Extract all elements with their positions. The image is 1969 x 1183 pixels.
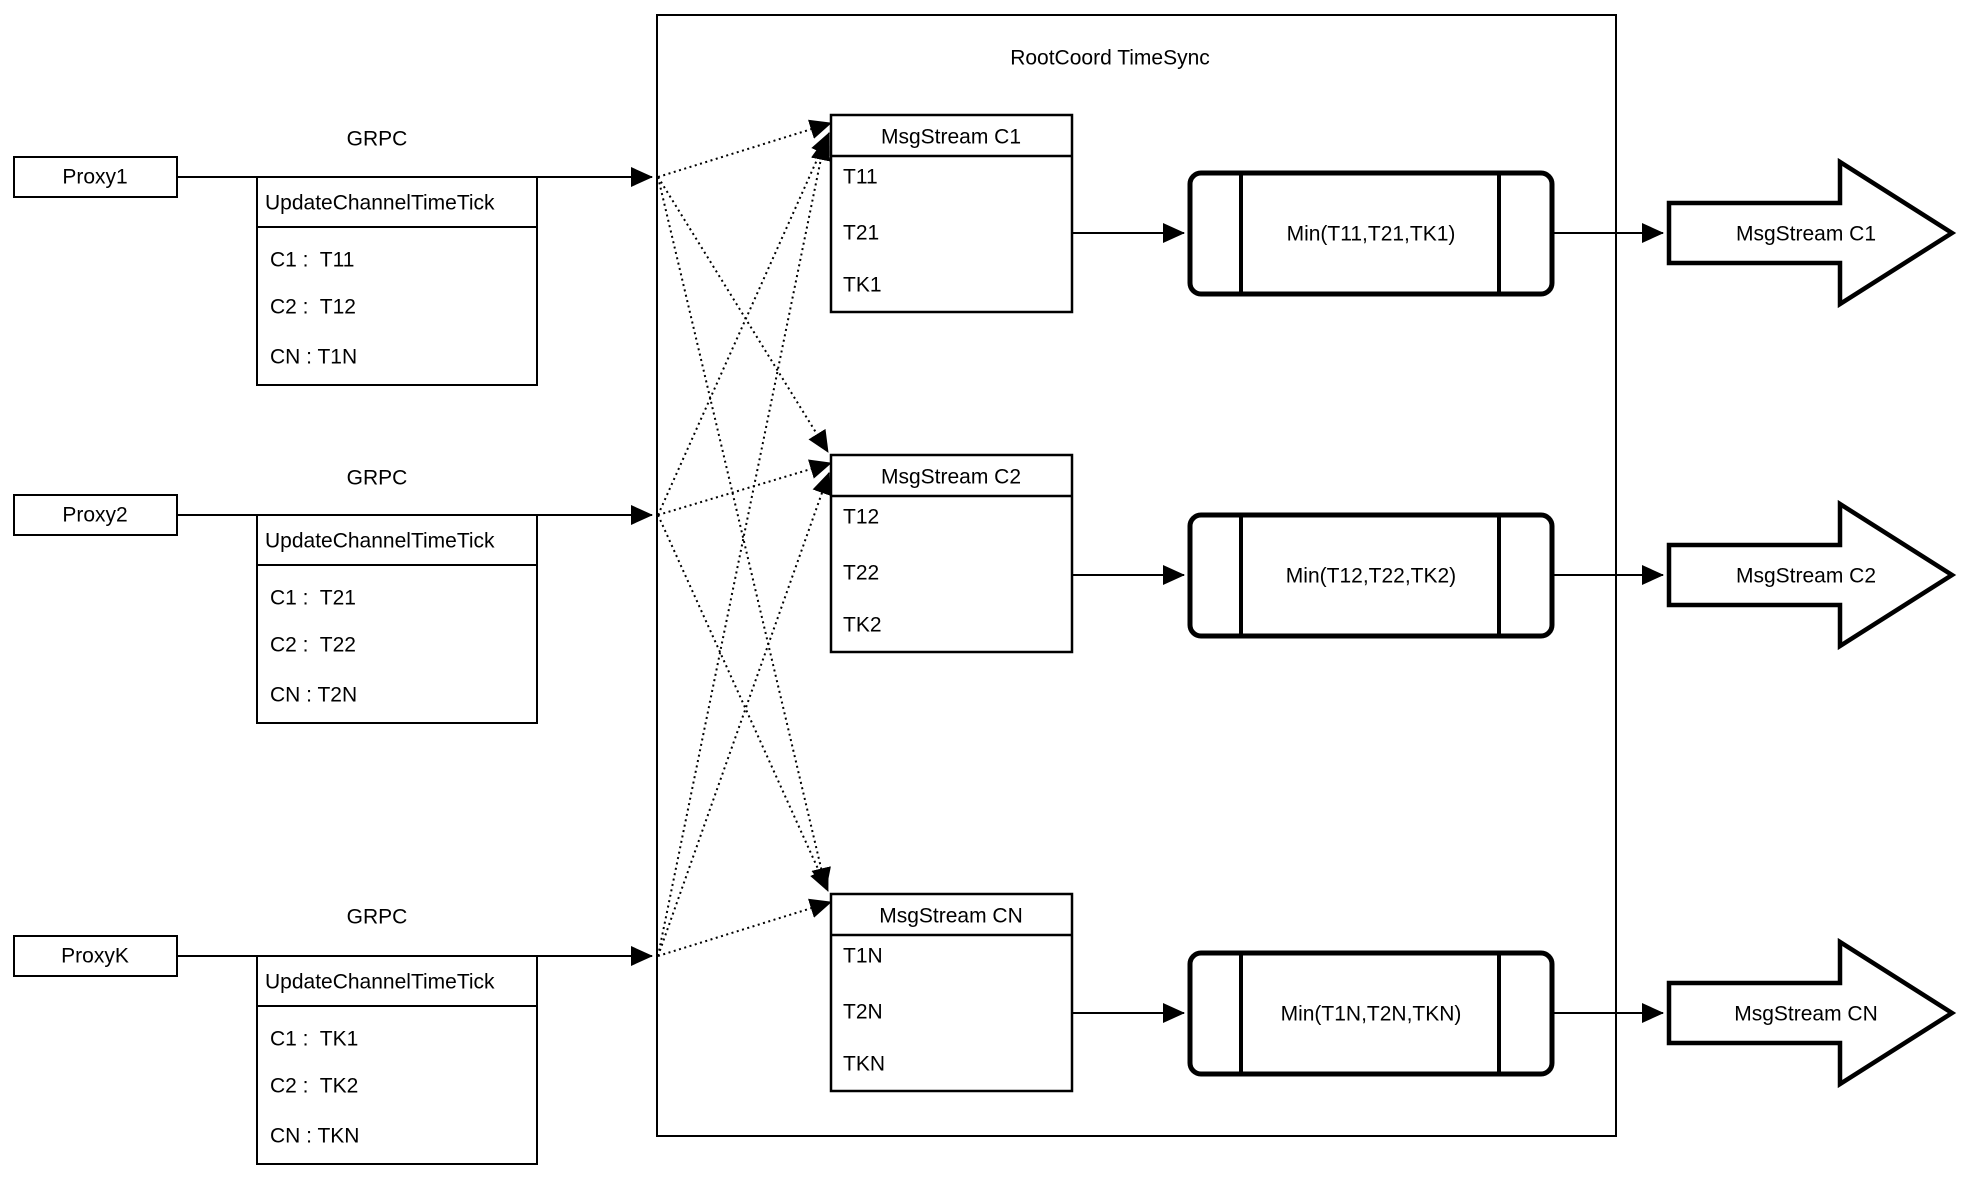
min-node-1-label: Min(T11,T21,TK1)	[1287, 223, 1456, 246]
output-arrow-cn-label: MsgStream CN	[1734, 1003, 1878, 1026]
update-table-3-entry: C1 : TK1	[270, 1028, 358, 1051]
output-arrow-cn: MsgStream CN	[1666, 937, 1957, 1089]
msgstream-table-c1-header: MsgStream C1	[881, 126, 1021, 149]
update-table-1-box	[256, 176, 538, 386]
grpc-label-1: GRPC	[347, 128, 408, 151]
msgstream-table-c1-entry: TK1	[843, 274, 882, 297]
update-table-3-box	[256, 955, 538, 1165]
msgstream-table-c2-entry: T12	[843, 506, 879, 529]
proxyk-label: ProxyK	[61, 945, 129, 968]
update-table-3-entry: CN : TKN	[270, 1125, 359, 1148]
update-timetick-table-2: UpdateChannelTimeTick C1 : T21 C2 : T22 …	[256, 514, 538, 724]
update-table-2-entry: C2 : T22	[270, 634, 356, 657]
min-node-3-label: Min(T1N,T2N,TKN)	[1281, 1003, 1462, 1026]
output-arrow-c2: MsgStream C2	[1666, 499, 1957, 651]
msgstream-table-c2-box	[829, 453, 1074, 654]
min-node-2-label: Min(T12,T22,TK2)	[1286, 565, 1456, 588]
proxy1-label: Proxy1	[62, 166, 127, 189]
msgstream-table-cn-header: MsgStream CN	[879, 905, 1023, 928]
update-table-1-entry: C1 : T11	[270, 249, 354, 272]
update-table-1-header: UpdateChannelTimeTick	[265, 192, 495, 215]
min-node-3: Min(T1N,T2N,TKN)	[1187, 950, 1555, 1077]
output-arrow-cn-shape	[1666, 937, 1957, 1089]
timetick-dotted-arrows	[657, 119, 832, 957]
rootcoord-title: RootCoord TimeSync	[1010, 47, 1210, 70]
output-arrow-c1: MsgStream C1	[1666, 157, 1957, 309]
update-table-3-header: UpdateChannelTimeTick	[265, 971, 495, 994]
proxyk-box	[13, 935, 178, 977]
update-table-1-entry: CN : T1N	[270, 346, 357, 369]
dotted-arrow-p2-c1	[657, 132, 830, 516]
msgstream-table-cn-entry: T2N	[843, 1001, 883, 1024]
update-table-2-entry: C1 : T21	[270, 587, 356, 610]
msgstream-table-c1: MsgStream C1 T11 T21 TK1	[829, 113, 1074, 314]
output-arrow-c1-label: MsgStream C1	[1736, 223, 1876, 246]
grpc-label-2: GRPC	[347, 467, 408, 490]
proxy1-box	[13, 156, 178, 198]
update-table-1-entry: C2 : T12	[270, 296, 356, 319]
msgstream-table-c1-box	[829, 113, 1074, 314]
msgstream-table-cn-box	[829, 892, 1074, 1093]
update-table-2-entry: CN : T2N	[270, 684, 357, 707]
proxy2-label: Proxy2	[62, 504, 127, 527]
proxy-row-3: ProxyK GRPC UpdateChannelTimeTick C1 : T…	[13, 892, 1957, 1165]
update-table-2-header: UpdateChannelTimeTick	[265, 530, 495, 553]
proxy-row-1: Proxy1 GRPC UpdateChannelTimeTick C1 : T…	[13, 113, 1957, 386]
msgstream-table-c2-entry: T22	[843, 562, 879, 585]
update-timetick-table-3: UpdateChannelTimeTick C1 : TK1 C2 : TK2 …	[256, 955, 538, 1165]
grpc-label-3: GRPC	[347, 906, 408, 929]
output-arrow-c2-label: MsgStream C2	[1736, 565, 1876, 588]
msgstream-table-c2-entry: TK2	[843, 614, 882, 637]
output-arrow-c1-shape	[1666, 157, 1957, 309]
proxy2-box	[13, 494, 178, 536]
msgstream-table-cn: MsgStream CN T1N T2N TKN	[829, 892, 1074, 1093]
msgstream-table-c1-entry: T11	[843, 166, 878, 189]
min-node-1: Min(T11,T21,TK1)	[1187, 170, 1555, 297]
dotted-arrow-p1-cn	[657, 176, 831, 890]
output-arrow-c2-shape	[1666, 499, 1957, 651]
update-table-3-entry: C2 : TK2	[270, 1075, 358, 1098]
update-table-2-box	[256, 514, 538, 724]
min-node-2: Min(T12,T22,TK2)	[1187, 512, 1555, 639]
msgstream-table-cn-entry: TKN	[843, 1053, 885, 1076]
msgstream-table-c2-header: MsgStream C2	[881, 466, 1021, 489]
msgstream-table-c1-entry: T21	[843, 222, 879, 245]
update-timetick-table-1: UpdateChannelTimeTick C1 : T11 C2 : T12 …	[256, 176, 538, 386]
msgstream-table-cn-entry: T1N	[843, 945, 883, 968]
proxy-row-2: Proxy2 GRPC UpdateChannelTimeTick C1 : T…	[13, 453, 1957, 724]
msgstream-table-c2: MsgStream C2 T12 T22 TK2	[829, 453, 1074, 654]
dotted-arrow-pk-c1	[657, 138, 831, 957]
